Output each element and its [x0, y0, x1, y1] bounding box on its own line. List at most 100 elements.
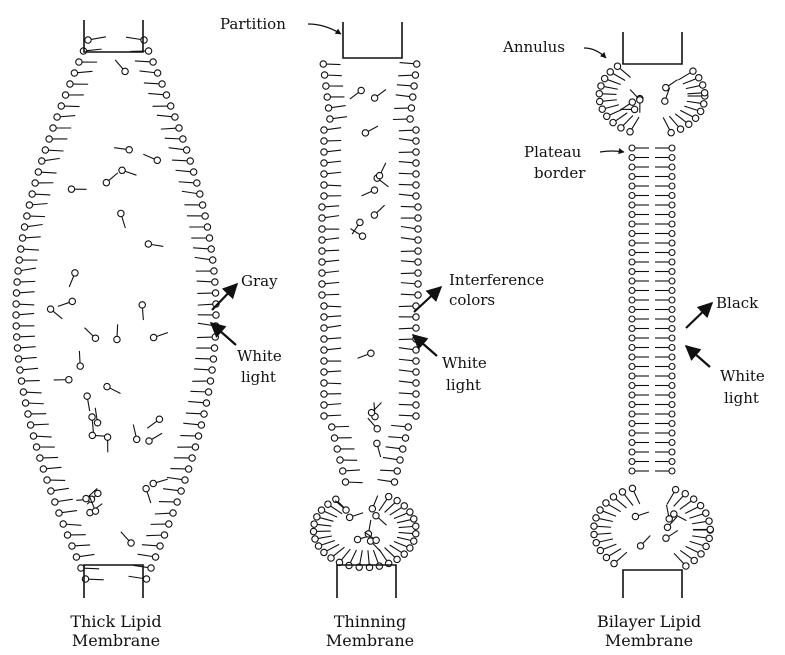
- plateau-border-pointer: [600, 151, 624, 152]
- lipid-head: [411, 83, 417, 89]
- lipid-tail: [121, 532, 129, 541]
- lipid-head: [413, 193, 419, 199]
- lipid-tail: [638, 512, 648, 515]
- lipid-tail: [144, 83, 159, 84]
- lipid-tail: [135, 61, 150, 62]
- lipid-head: [210, 356, 216, 362]
- lipid-tail: [325, 260, 339, 262]
- lipid-head: [319, 270, 325, 276]
- lipid-head: [686, 121, 692, 127]
- lipid-tail: [169, 148, 184, 150]
- lipid-head: [400, 446, 406, 452]
- lipid-head: [321, 347, 327, 353]
- lipid-tail: [327, 325, 341, 327]
- lipid-head: [146, 438, 152, 444]
- lipid-tail: [325, 294, 339, 295]
- lipid-head: [637, 97, 643, 103]
- lipid-head: [669, 335, 675, 341]
- lipid-tail: [332, 106, 346, 108]
- lipid-tail: [342, 549, 351, 560]
- lipid-tail: [399, 162, 413, 163]
- lipid-head: [199, 202, 205, 208]
- lipid-head: [16, 257, 22, 263]
- lipid-head: [690, 496, 696, 502]
- lipid-head: [32, 180, 38, 186]
- lipid-head: [176, 125, 182, 131]
- lipid-head: [669, 212, 675, 218]
- lipid-tail: [318, 536, 332, 538]
- lipid-tail: [327, 172, 341, 173]
- lipid-head: [413, 149, 419, 155]
- thinning-caption-2: Membrane: [326, 631, 414, 650]
- lipid-tail: [322, 541, 335, 545]
- lipid-tail: [327, 150, 341, 152]
- lipid-head: [30, 433, 36, 439]
- lipid-head: [632, 513, 638, 519]
- lipid-head: [368, 350, 374, 356]
- lipid-head: [21, 224, 27, 230]
- lipid-head: [629, 364, 635, 370]
- thinning-top-partition: [343, 22, 402, 58]
- lipid-tail: [327, 185, 341, 186]
- lipid-tail: [163, 489, 178, 491]
- lipid-head: [629, 269, 635, 275]
- lipid-head: [414, 61, 420, 67]
- lipid-tail: [374, 403, 382, 411]
- lipid-tail: [327, 338, 341, 339]
- lipid-tail: [674, 553, 684, 563]
- lipid-head: [321, 171, 327, 177]
- lipid-head: [182, 477, 188, 483]
- lipid-head: [346, 514, 352, 520]
- lipid-head: [371, 95, 377, 101]
- lipid-tail: [21, 347, 36, 348]
- lipid-head: [64, 532, 70, 538]
- lipid-tail: [377, 480, 391, 482]
- lipid-head: [321, 182, 327, 188]
- lipid-head: [669, 392, 675, 398]
- lipid-head: [205, 389, 211, 395]
- lipid-head: [203, 400, 209, 406]
- lipid-tail: [399, 130, 413, 131]
- lipid-tail: [54, 488, 69, 490]
- lipid-head: [669, 345, 675, 351]
- lipid-head: [591, 523, 597, 529]
- lipid-tail: [186, 413, 201, 414]
- lipid-head: [13, 323, 19, 329]
- lipid-head: [669, 259, 675, 265]
- lipid-head: [669, 326, 675, 332]
- lipid-tail: [45, 158, 60, 160]
- lipid-head: [39, 158, 45, 164]
- lipid-head: [407, 509, 413, 515]
- thick-bottom-partition: [84, 565, 143, 598]
- lipid-head: [189, 455, 195, 461]
- lipid-head: [343, 507, 349, 513]
- lipid-tail: [401, 294, 415, 295]
- lipid-tail: [667, 492, 674, 504]
- lipid-tail: [381, 163, 386, 173]
- lipid-head: [629, 202, 635, 208]
- lipid-head: [321, 380, 327, 386]
- lipid-tail: [663, 117, 669, 129]
- lipid-head: [321, 138, 327, 144]
- lipid-tail: [75, 545, 90, 546]
- lipid-head: [185, 466, 191, 472]
- lipid-head: [122, 68, 128, 74]
- lipid-tail: [327, 306, 341, 307]
- lipid-tail: [182, 191, 197, 193]
- lipid-tail: [400, 63, 414, 64]
- lipid-tail: [383, 457, 397, 459]
- lipid-tail: [89, 579, 104, 580]
- lipid-head: [174, 499, 180, 505]
- lipid-head: [321, 549, 327, 555]
- lipid-tail: [109, 173, 118, 181]
- lipid-head: [25, 411, 31, 417]
- lipid-tail: [333, 117, 347, 119]
- lipid-head: [391, 479, 397, 485]
- lipid-head: [629, 183, 635, 189]
- lipid-tail: [632, 117, 639, 129]
- lipid-tail: [335, 501, 343, 508]
- lipid-tail: [172, 160, 187, 161]
- lipid-tail: [324, 511, 337, 517]
- lipid-tail: [87, 49, 102, 51]
- lipid-tail: [126, 37, 141, 39]
